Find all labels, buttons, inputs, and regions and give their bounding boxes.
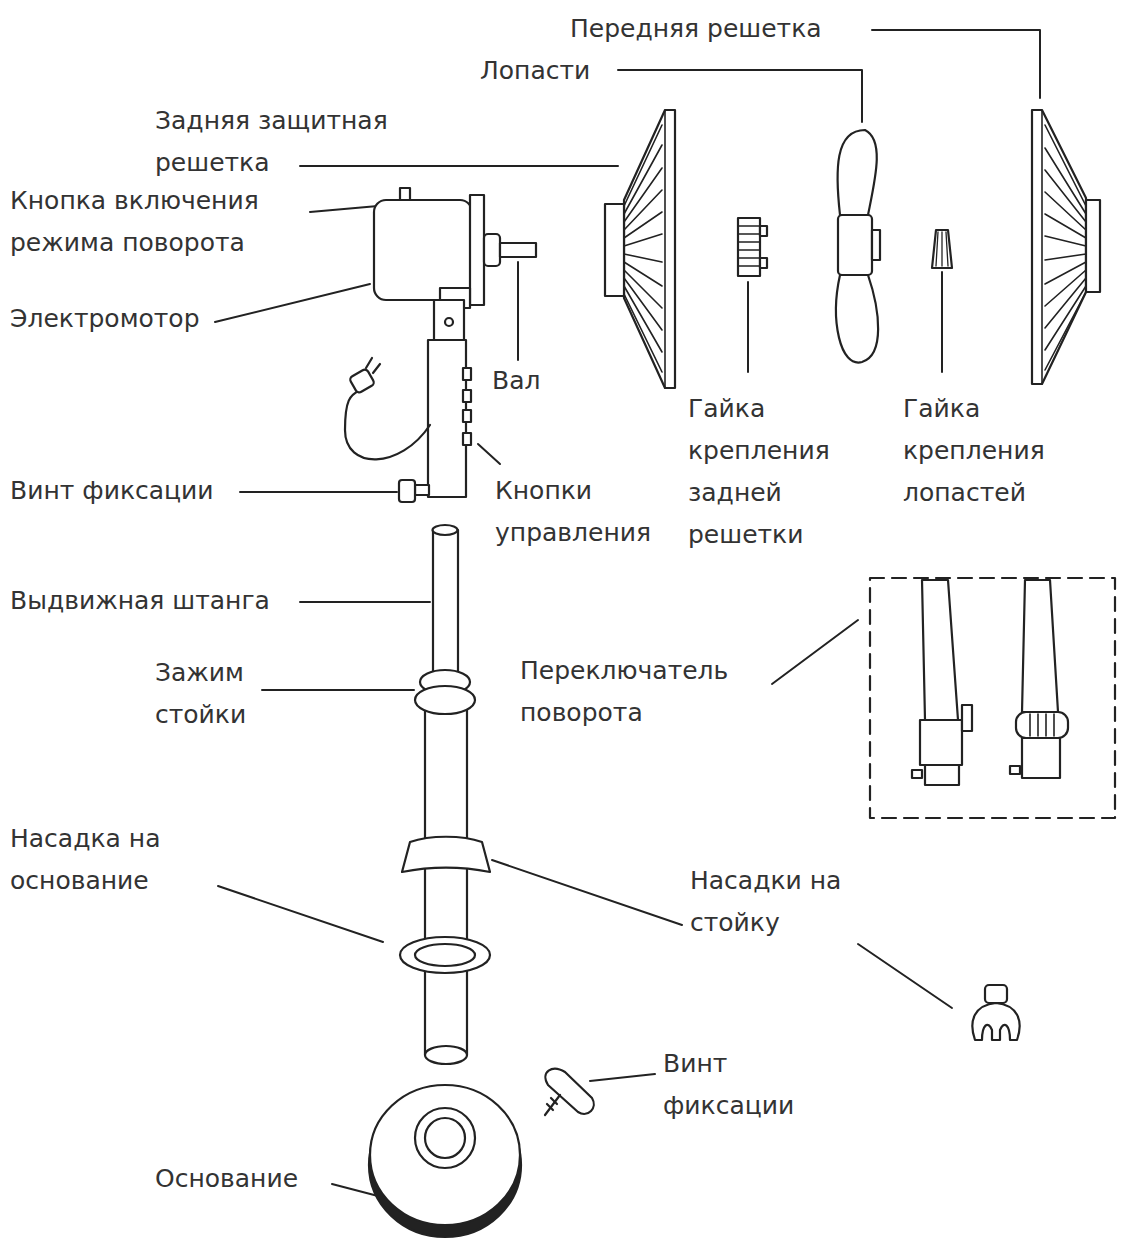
fixing-screw [545,1069,594,1115]
part-label: Гайка крепления задней решетки [688,388,848,556]
detail-frame [870,578,1115,818]
part-label: Гайка крепления лопастей [903,388,1063,514]
rear-grille [605,110,675,388]
rear-grille-nut [738,218,767,276]
front-grille [1032,110,1100,384]
leader-lines [215,30,1040,1196]
part-label: Переключатель поворота [520,650,780,734]
fan-blades [836,130,880,363]
blade-nut-ridges [936,232,948,266]
part-label: Зажим стойки [155,652,275,736]
stand-pole [400,525,490,1064]
part-label: Насадка на основание [10,818,240,902]
part-label: Передняя решетка [570,8,822,50]
part-label: Выдвижная штанга [10,580,270,622]
part-label: Основание [155,1158,298,1200]
motor-head [345,188,536,502]
rotation-switch [912,580,1068,785]
part-label: Винт фиксации [663,1043,833,1127]
part-label: Насадки на стойку [690,860,920,944]
part-label: Электромотор [10,298,200,340]
part-label: Кнопки управления [495,470,675,554]
part-label: Вал [492,360,540,402]
blade-nut [932,230,952,268]
pole-attachment [972,985,1019,1040]
part-label: Кнопка включения режима поворота [10,180,310,264]
part-label: Лопасти [480,50,590,92]
part-label: Задняя защитная решетка [155,100,425,184]
stand-base [369,1085,521,1237]
part-label: Винт фиксации [10,470,214,512]
